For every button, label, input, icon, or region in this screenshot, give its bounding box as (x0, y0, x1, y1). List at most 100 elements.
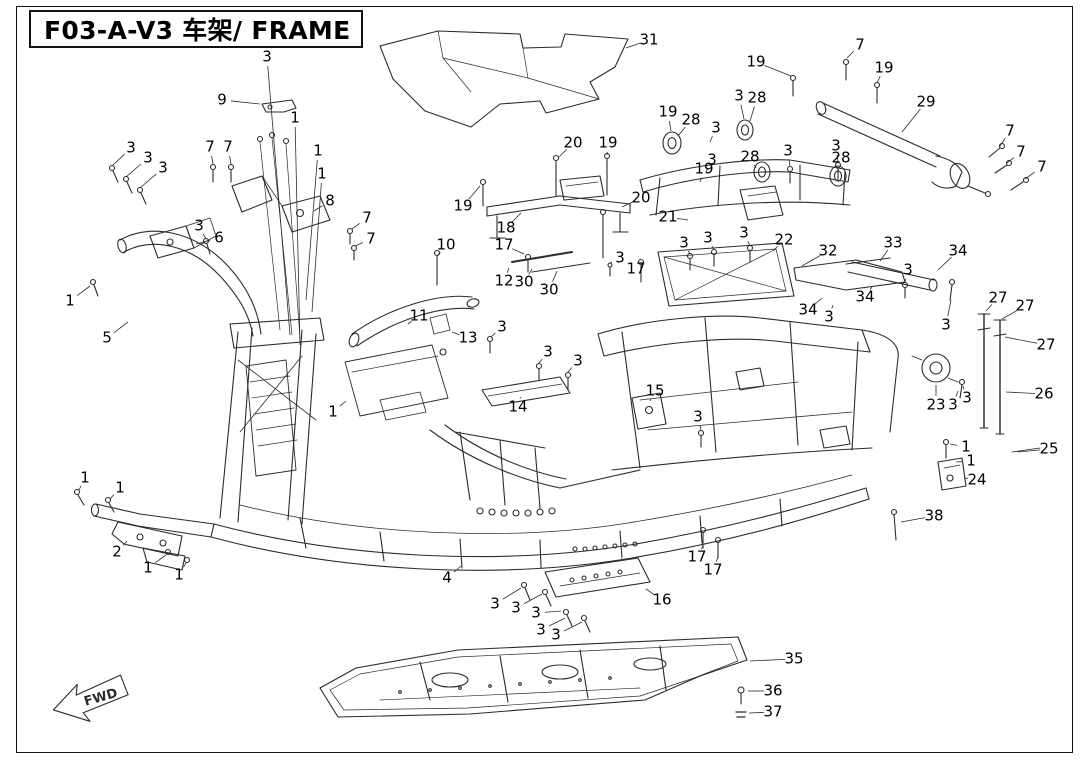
part-callout-3: 3 (262, 47, 272, 66)
part-callout-27: 27 (1036, 335, 1056, 354)
part-callout-22: 22 (774, 230, 794, 249)
part-callout-18: 18 (496, 218, 516, 237)
callout-leader-line (229, 155, 232, 165)
callout-leader-line (230, 100, 261, 105)
callout-leader-line (305, 159, 318, 301)
callout-leader-line (711, 245, 715, 251)
callout-leader-line (354, 242, 363, 247)
part-callout-3: 3 (615, 248, 625, 267)
part-callout-3: 3 (831, 136, 841, 155)
callout-leader-line (699, 177, 702, 183)
part-callout-31: 31 (639, 30, 659, 49)
callout-leader-line (195, 239, 211, 245)
callout-leader-line (1006, 157, 1015, 164)
part-callout-28: 28 (747, 88, 767, 107)
callout-leader-line (740, 104, 745, 120)
main-rails-part (210, 424, 870, 571)
callout-leader-line (538, 358, 543, 364)
callout-leader-line (139, 173, 157, 189)
part-callout-1: 1 (65, 291, 75, 310)
callout-leader-line (512, 248, 525, 255)
callout-leader-line (625, 42, 641, 49)
callout-leader-line (715, 556, 719, 562)
callout-leader-line (949, 443, 958, 446)
part-callout-12: 12 (494, 271, 514, 290)
callout-leader-line (846, 51, 854, 59)
part-callout-4: 4 (442, 568, 452, 587)
part-callout-7: 7 (855, 35, 865, 54)
callout-leader-line (621, 201, 634, 208)
part-callout-3: 3 (573, 351, 583, 370)
part-callout-28: 28 (831, 148, 851, 167)
callout-leader-line (155, 554, 167, 564)
part-callout-3: 3 (490, 594, 500, 613)
callout-leader-line (747, 241, 751, 247)
callout-leader-line (1024, 171, 1035, 180)
part-callout-3: 3 (693, 407, 703, 426)
callout-leader-line (125, 163, 142, 178)
callout-leader-line (876, 75, 881, 84)
callout-leader-line (76, 285, 91, 296)
callout-leader-line (351, 222, 360, 230)
long-rod-parts (977, 313, 1041, 453)
rear-upper-subframe-part (639, 159, 851, 221)
part-callout-1: 1 (143, 558, 153, 577)
part-callout-19: 19 (453, 196, 473, 215)
part-callout-30: 30 (514, 272, 534, 291)
part-callout-11: 11 (409, 306, 429, 325)
part-callout-24: 24 (967, 470, 987, 489)
part-callout-26: 26 (1034, 384, 1054, 403)
part-callout-19: 19 (694, 159, 714, 178)
fastener-glyphs (73, 58, 1030, 633)
part-callout-3: 3 (711, 118, 721, 137)
part-callout-17: 17 (703, 560, 723, 579)
part-callout-1: 1 (966, 451, 976, 470)
skid-plate-part (319, 636, 748, 718)
callout-leader-line (1017, 449, 1041, 453)
part-callout-17: 17 (626, 259, 646, 278)
callout-leader-line (1004, 336, 1038, 344)
callout-leader-line (753, 164, 757, 169)
part-callout-28: 28 (740, 147, 760, 166)
part-callout-3: 3 (739, 223, 749, 242)
callout-leader-line (267, 65, 291, 336)
callout-leader-line (676, 217, 689, 221)
part-callout-3: 3 (497, 317, 507, 336)
callout-leader-line (699, 425, 702, 431)
part-callout-34: 34 (855, 287, 875, 306)
rear-bracket-part (937, 457, 967, 491)
callout-leader-line (548, 617, 566, 627)
part-callout-21: 21 (658, 207, 678, 226)
callout-leader-line (669, 120, 672, 132)
mid-tube-part (348, 249, 480, 356)
part-callout-3: 3 (707, 150, 717, 169)
part-callout-1: 1 (328, 402, 338, 421)
part-callout-36: 36 (763, 681, 783, 700)
part-callout-3: 3 (824, 307, 834, 326)
part-callout-1: 1 (115, 478, 125, 497)
callout-leader-line (523, 593, 543, 605)
callout-leader-line (78, 485, 82, 491)
part-callout-7: 7 (366, 229, 376, 248)
callout-leader-line (937, 256, 952, 271)
callout-leader-line (836, 154, 839, 163)
callout-leader-line (558, 149, 567, 158)
part-callout-1: 1 (290, 108, 300, 127)
callout-leader-line (749, 659, 786, 662)
part-callout-13: 13 (458, 328, 478, 347)
callout-leader-line (313, 205, 323, 212)
part-callout-27: 27 (1015, 296, 1035, 315)
part-callout-7: 7 (223, 137, 233, 156)
callout-leader-lines (76, 42, 1041, 714)
callout-leader-line (109, 494, 115, 500)
part-callout-3: 3 (194, 216, 204, 235)
callout-leader-line (788, 159, 791, 167)
part-callout-28: 28 (681, 110, 701, 129)
callout-leader-line (764, 64, 792, 77)
callout-leader-line (437, 251, 441, 256)
part-callout-1: 1 (313, 141, 323, 160)
callout-leader-line (502, 587, 522, 600)
callout-leader-line (999, 138, 1006, 147)
